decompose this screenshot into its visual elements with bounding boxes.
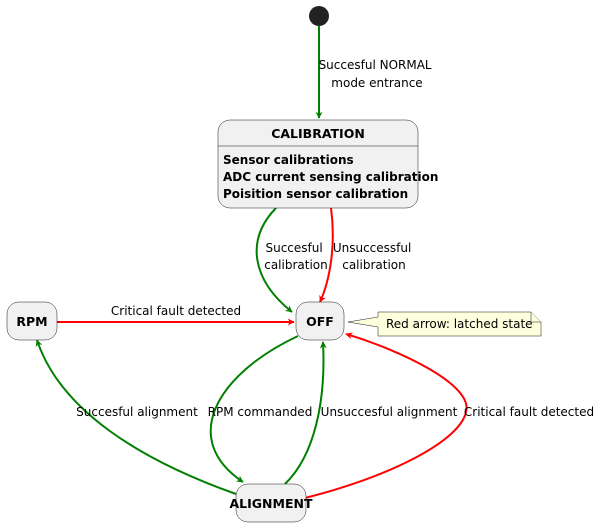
state-rpm-title: RPM bbox=[16, 314, 47, 329]
edge-off-to-alignment bbox=[209, 335, 299, 483]
state-alignment-title: ALIGNMENT bbox=[230, 496, 313, 511]
edge-alignment-to-off-unsuccessful bbox=[284, 341, 327, 485]
label-calibration-to-off-success: Succesful calibration bbox=[264, 241, 328, 272]
label-alignment-to-off-unsuccessful: Unsuccesful alignment bbox=[321, 405, 458, 419]
note-text: Red arrow: latched state bbox=[386, 317, 533, 331]
state-off-title: OFF bbox=[306, 314, 334, 329]
state-calibration-line-1: Sensor calibrations bbox=[223, 153, 354, 167]
state-calibration-title: CALIBRATION bbox=[271, 126, 365, 141]
note-fold bbox=[530, 312, 541, 323]
edge-calibration-to-off-success bbox=[255, 207, 293, 313]
state-rpm: RPM bbox=[6, 301, 58, 341]
state-calibration: CALIBRATION Sensor calibrations ADC curr… bbox=[217, 119, 438, 209]
label-start-to-calibration: Succesful NORMAL mode entrance bbox=[319, 58, 436, 90]
label-alignment-to-rpm: Succesful alignment bbox=[76, 405, 198, 419]
initial-state-dot bbox=[309, 6, 329, 26]
state-alignment: ALIGNMENT bbox=[230, 483, 313, 523]
label-calibration-to-off-failure: Unsuccessful calibration bbox=[333, 241, 415, 272]
label-rpm-to-off: Critical fault detected bbox=[111, 304, 241, 318]
edge-alignment-to-rpm bbox=[35, 339, 237, 495]
state-off: OFF bbox=[295, 301, 345, 341]
edge-calibration-to-off-failure bbox=[319, 207, 334, 303]
state-calibration-line-2: ADC current sensing calibration bbox=[223, 170, 438, 184]
edge-alignment-to-off-fault bbox=[304, 332, 468, 499]
note-latched-state: Red arrow: latched state bbox=[347, 311, 542, 337]
state-calibration-line-3: Poisition sensor calibration bbox=[223, 187, 408, 201]
label-alignment-to-off-fault: Critical fault detected bbox=[464, 405, 594, 419]
label-off-to-alignment: RPM commanded bbox=[208, 405, 313, 419]
